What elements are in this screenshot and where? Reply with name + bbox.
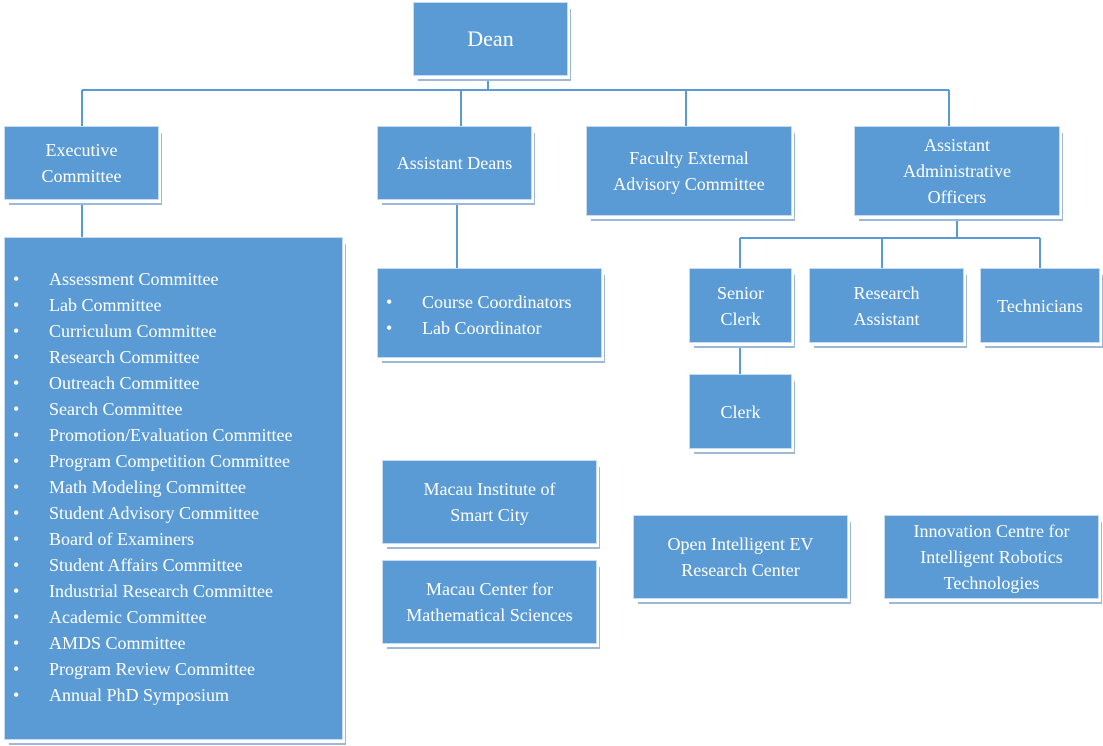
list-item: Student Advisory Committee — [5, 500, 342, 526]
dean-label: Dean — [467, 26, 514, 51]
assistant-deans-box: Assistant Deans — [377, 126, 532, 200]
macau-math-sciences-box: Macau Center for Mathematical Sciences — [382, 560, 597, 644]
senior-clerk-box: Senior Clerk — [689, 268, 792, 343]
assistant-deans-label: Assistant Deans — [396, 153, 513, 173]
list-item: Annual PhD Symposium — [5, 682, 342, 708]
dean-box: Dean — [413, 2, 568, 76]
executive-committee-box: Executive Committee — [4, 126, 159, 200]
list-item: Search Committee — [5, 396, 342, 422]
list-item: AMDS Committee — [5, 630, 342, 656]
assistant-admin-officers-box: Assistant Administrative Officers — [854, 126, 1060, 216]
executive-committee-list-box: Assessment Committee Lab Committee Curri… — [4, 237, 343, 740]
assistant-deans-list-box: Course Coordinators Lab Coordinator — [377, 268, 602, 358]
list-item: Board of Examiners — [5, 526, 342, 552]
macau-math-sciences-label: Macau Center for Mathematical Sciences — [406, 579, 573, 625]
robotics-centre-label: Innovation Centre for Intelligent Roboti… — [913, 521, 1070, 593]
executive-committee-list: Assessment Committee Lab Committee Curri… — [5, 266, 342, 708]
list-item: Program Competition Committee — [5, 448, 342, 474]
senior-clerk-label: Senior Clerk — [717, 282, 764, 329]
list-item: Assessment Committee — [5, 266, 342, 292]
open-ev-center-box: Open Intelligent EV Research Center — [633, 515, 848, 599]
list-item: Research Committee — [5, 344, 342, 370]
list-item: Curriculum Committee — [5, 318, 342, 344]
list-item: Promotion/Evaluation Committee — [5, 422, 342, 448]
list-item: Student Affairs Committee — [5, 552, 342, 578]
list-item: Academic Committee — [5, 604, 342, 630]
list-item: Course Coordinators — [378, 289, 601, 315]
assistant-admin-officers-label: Assistant Administrative Officers — [903, 135, 1011, 207]
faculty-external-advisory-label: Faculty External Advisory Committee — [613, 148, 765, 194]
macau-smart-city-label: Macau Institute of Smart City — [423, 479, 556, 525]
list-item: Math Modeling Committee — [5, 474, 342, 500]
executive-committee-label: Executive Committee — [41, 140, 122, 186]
technicians-box: Technicians — [980, 268, 1100, 343]
assistant-deans-list: Course Coordinators Lab Coordinator — [378, 289, 601, 341]
list-item: Industrial Research Committee — [5, 578, 342, 604]
list-item: Outreach Committee — [5, 370, 342, 396]
macau-smart-city-box: Macau Institute of Smart City — [382, 460, 597, 544]
list-item: Lab Committee — [5, 292, 342, 318]
faculty-external-advisory-box: Faculty External Advisory Committee — [586, 126, 792, 216]
clerk-label: Clerk — [720, 401, 761, 422]
technicians-label: Technicians — [997, 295, 1083, 316]
clerk-box: Clerk — [689, 374, 792, 449]
research-assistant-label: Research Assistant — [853, 282, 920, 329]
research-assistant-box: Research Assistant — [809, 268, 964, 343]
list-item: Program Review Committee — [5, 656, 342, 682]
robotics-centre-box: Innovation Centre for Intelligent Roboti… — [884, 515, 1099, 599]
list-item: Lab Coordinator — [378, 315, 601, 341]
open-ev-center-label: Open Intelligent EV Research Center — [667, 534, 814, 580]
